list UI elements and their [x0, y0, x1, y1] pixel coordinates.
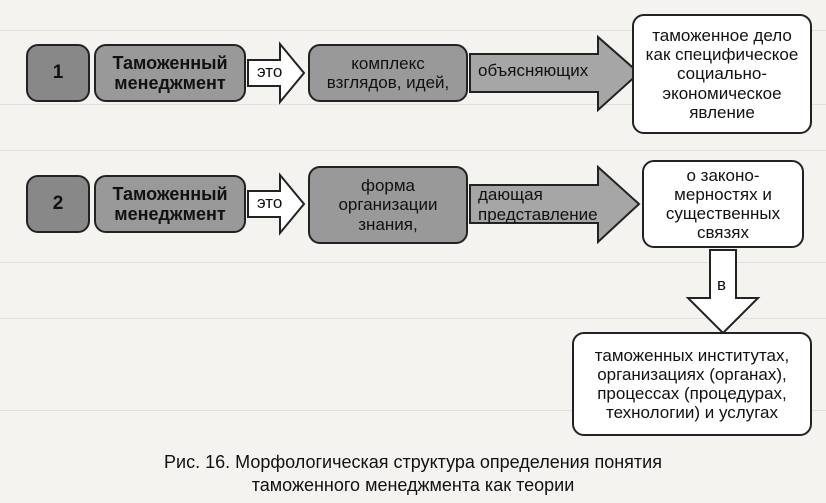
row1-arrow-label: это [257, 62, 283, 81]
row1-subject: Таможенный менеджмент [112, 52, 228, 93]
row2-arrow-eto [247, 172, 306, 236]
background-line [0, 104, 826, 105]
row1-subject-box: Таможенный менеджмент [94, 44, 246, 102]
row2-number-box: 2 [26, 175, 90, 233]
figure-caption-line1: Рис. 16. Морфологическая структура опред… [164, 452, 662, 472]
row1-connector-label: объясняющих [478, 61, 589, 80]
row1-object: таможенное дело как специфическое социал… [645, 26, 799, 122]
background-line [0, 150, 826, 151]
row2-number: 2 [52, 193, 64, 215]
row1-object-box: таможенное дело как специфическое социал… [632, 14, 812, 134]
row2-subject-box: Таможенный менеджмент [94, 175, 246, 233]
background-line [0, 30, 826, 31]
row2-arrow-connector [469, 164, 641, 245]
row1-concept-box: комплекс взглядов, идей, [308, 44, 468, 102]
row1-number: 1 [52, 62, 64, 84]
bottom-box-text: таможенных институтах, организациях (орг… [594, 345, 790, 423]
down-arrow-label: в [717, 275, 727, 294]
row1-arrow-eto [247, 41, 306, 105]
down-arrow [685, 249, 761, 335]
row1-concept: комплекс взглядов, идей, [326, 53, 450, 92]
row2-object: о законо-мерностях и существенных связях [665, 165, 781, 243]
row2-concept: форма организации знания, [338, 176, 438, 234]
row2-object-box: о законо-мерностях и существенных связях [642, 160, 804, 248]
bottom-box: таможенных институтах, организациях (орг… [572, 332, 812, 436]
row2-arrow-label: это [257, 193, 283, 212]
row2-subject: Таможенный менеджмент [112, 183, 228, 224]
figure-caption-line2: таможенного менеджмента как теории [251, 475, 575, 495]
row2-connector-label: дающая представление [478, 185, 598, 224]
row2-concept-box: форма организации знания, [308, 166, 468, 244]
background-line [0, 318, 826, 319]
background-line [0, 262, 826, 263]
row1-number-box: 1 [26, 44, 90, 102]
row1-arrow-connector [469, 34, 641, 113]
background-line [0, 410, 826, 411]
